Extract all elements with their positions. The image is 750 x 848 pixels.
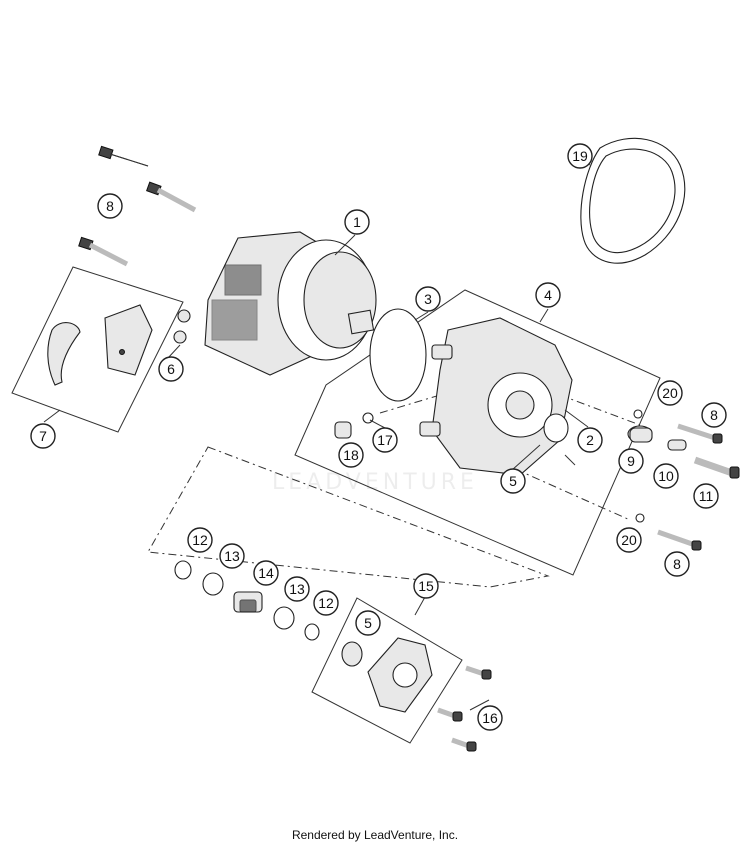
footer-credit: Rendered by LeadVenture, Inc. [291, 828, 459, 842]
bolt-part-16-b [437, 707, 463, 722]
svg-text:5: 5 [509, 473, 517, 489]
callout-5-a: 5 [500, 468, 526, 494]
svg-text:13: 13 [289, 581, 305, 597]
plug-part-17 [362, 412, 374, 424]
svg-text:5: 5 [364, 615, 372, 631]
sleeve-part-10 [667, 439, 687, 451]
callout-12-a: 12 [187, 527, 213, 553]
callout-18: 18 [338, 442, 364, 468]
group-box-7 [11, 266, 184, 433]
callout-5-b: 5 [355, 610, 381, 636]
svg-text:12: 12 [318, 595, 334, 611]
callout-17: 17 [372, 427, 398, 453]
svg-text:3: 3 [424, 291, 432, 307]
svg-text:8: 8 [106, 198, 114, 214]
callout-7: 7 [30, 423, 56, 449]
bolt-part-11 [693, 456, 740, 479]
callout-6: 6 [158, 356, 184, 382]
callout-15: 15 [413, 573, 439, 599]
axis-line-2 [559, 394, 641, 426]
svg-text:1: 1 [353, 214, 361, 230]
callout-3: 3 [415, 286, 441, 312]
svg-text:2: 2 [586, 432, 594, 448]
motor-part-1 [204, 231, 377, 376]
bolt-part-8-right-b [657, 529, 702, 551]
cover-part-7 [47, 304, 153, 386]
bolt-part-16-a [465, 665, 492, 680]
bolt-8-a [98, 145, 149, 167]
svg-text:17: 17 [377, 432, 393, 448]
svg-text:15: 15 [418, 578, 434, 594]
callout-20-b: 20 [616, 527, 642, 553]
svg-text:13: 13 [224, 548, 240, 564]
bolt-part-8-right-a [677, 423, 723, 444]
svg-text:12: 12 [192, 532, 208, 548]
watermark: LEADVENTURE [272, 470, 478, 495]
callout-20-a: 20 [657, 380, 683, 406]
plug-part-18 [334, 421, 352, 439]
svg-text:10: 10 [658, 468, 674, 484]
svg-text:16: 16 [482, 710, 498, 726]
callout-8-a: 8 [97, 193, 123, 219]
washer-part-20-b [635, 513, 645, 523]
callout-9: 9 [618, 448, 644, 474]
svg-text:19: 19 [572, 148, 588, 164]
bolt-8-b [146, 181, 197, 213]
svg-text:9: 9 [627, 453, 635, 469]
svg-text:20: 20 [621, 532, 637, 548]
bolt-8-c [78, 236, 129, 267]
oring-part-3 [369, 308, 427, 402]
bearing-part-9 [627, 425, 653, 443]
callout-13-b: 13 [284, 576, 310, 602]
callout-11: 11 [693, 483, 719, 509]
group-box-4 [294, 289, 661, 576]
seal-part-5-b [341, 641, 363, 667]
svg-text:18: 18 [343, 447, 359, 463]
svg-text:7: 7 [39, 428, 47, 444]
ring-part-13-b [273, 606, 295, 630]
callout-19: 19 [567, 143, 593, 169]
svg-text:8: 8 [673, 556, 681, 572]
pin-part-2 [564, 454, 576, 466]
bolt-part-16-c [451, 737, 477, 752]
ring-part-13-a [202, 572, 224, 596]
axis-line-3 [379, 394, 441, 414]
callout-2: 2 [577, 427, 603, 453]
gear-part-14 [233, 591, 263, 613]
axis-line-1 [449, 439, 631, 521]
ring-part-12-b [304, 623, 320, 641]
svg-text:6: 6 [167, 361, 175, 377]
callout-8-b: 8 [701, 402, 727, 428]
callout-4: 4 [535, 282, 561, 308]
group-box-15 [311, 597, 463, 744]
svg-text:20: 20 [662, 385, 678, 401]
callout-16: 16 [477, 705, 503, 731]
ring-part-12-a [174, 560, 192, 580]
callout-10: 10 [653, 463, 679, 489]
callout-12-b: 12 [313, 590, 339, 616]
nuts-part-6 [173, 309, 191, 344]
svg-text:11: 11 [699, 488, 714, 504]
callout-1: 1 [344, 209, 370, 235]
svg-text:4: 4 [544, 287, 552, 303]
callout-14: 14 [253, 560, 279, 586]
callout-13-a: 13 [219, 543, 245, 569]
washer-part-20-a [633, 409, 643, 419]
callout-8-c: 8 [664, 551, 690, 577]
housing-part-4 [419, 317, 573, 476]
svg-text:8: 8 [710, 407, 718, 423]
svg-text:14: 14 [258, 565, 274, 581]
